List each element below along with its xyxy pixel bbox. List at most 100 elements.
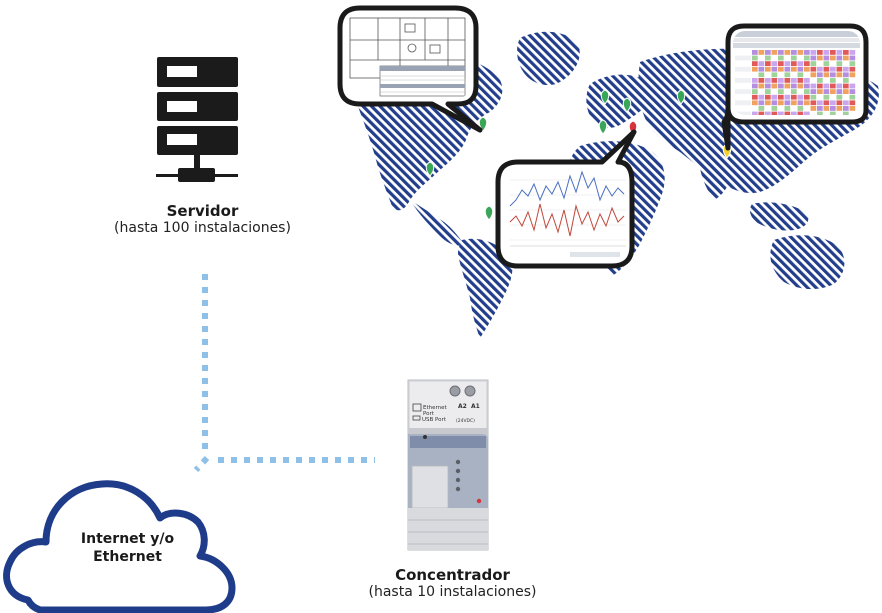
calendar-cell (849, 78, 856, 83)
network-connector (193, 274, 375, 473)
calendar-row-label (735, 66, 751, 72)
calendar-cell (817, 66, 823, 72)
calendar-cell (830, 55, 836, 61)
calendar-cell (765, 111, 771, 115)
calendar-cell (758, 61, 765, 66)
calendar-cell (771, 83, 778, 89)
calendar-cell (797, 89, 804, 94)
status-leds (455, 459, 482, 504)
calendar-cell (778, 55, 784, 61)
calendar-row-label (735, 83, 751, 89)
a1-label: A1 (471, 403, 480, 410)
calendar-cell (784, 83, 791, 89)
calendar-cell (836, 89, 843, 94)
a2-label: A2 (458, 403, 467, 410)
calendar-cell (836, 66, 843, 72)
calendar-cell (804, 111, 810, 115)
calendar-cell (778, 89, 784, 94)
calendar-cell (784, 50, 791, 55)
calendar-cell (810, 100, 817, 106)
calendar-cell (817, 83, 823, 89)
usb-port-label: USB Port (422, 417, 447, 423)
calendar-cell (752, 72, 758, 78)
pin-green-icon (478, 116, 488, 132)
calendar-cell (823, 78, 830, 83)
calendar-cell (784, 66, 791, 72)
calendar-cell (765, 100, 771, 106)
calendar-cell (843, 100, 849, 106)
calendar-cell (830, 100, 836, 106)
calendar-cell (823, 106, 830, 111)
calendar-cell (804, 61, 810, 66)
calendar-cell (758, 106, 765, 111)
calendar-cell (817, 55, 823, 61)
calendar-cell (830, 111, 836, 115)
calendar-cell (823, 55, 830, 61)
calendar-cell (778, 78, 784, 83)
calendar-cell (797, 106, 804, 111)
calendar-cell (752, 94, 758, 100)
calendar-cell (823, 89, 830, 94)
calendar-table-callout (721, 23, 869, 151)
calendar-cell (843, 78, 849, 83)
calendar-cell (817, 100, 823, 106)
calendar-cell (778, 83, 784, 89)
calendar-cell (771, 50, 778, 55)
calendar-cell (843, 55, 849, 61)
calendar-cell (836, 106, 843, 111)
calendar-cell (758, 55, 765, 61)
calendar-cell (810, 50, 817, 55)
calendar-cell (817, 94, 823, 100)
concentrator-device: Ethernet Port USB Port A2 A1 (24VDC) (407, 379, 489, 551)
concentrator-title: Concentrador (395, 566, 510, 584)
calendar-cell (765, 83, 771, 89)
calendar-cell (843, 106, 849, 111)
cloud-label-line1: Internet y/o (80, 531, 175, 547)
calendar-cell (849, 66, 856, 72)
calendar-cell (797, 100, 804, 106)
calendar-cell (778, 100, 784, 106)
calendar-cell (791, 89, 797, 94)
calendar-cell (810, 106, 817, 111)
calendar-cell (791, 83, 797, 89)
calendar-cell (817, 61, 823, 66)
calendar-cell (810, 89, 817, 94)
calendar-cell (804, 89, 810, 94)
calendar-cell (830, 61, 836, 66)
calendar-cell (830, 78, 836, 83)
calendar-cell (771, 100, 778, 106)
calendar-cell (791, 61, 797, 66)
server-icon (156, 57, 238, 182)
calendar-cell (784, 111, 791, 115)
calendar-cell (804, 55, 810, 61)
line-chart-image (504, 167, 628, 261)
calendar-cell (810, 61, 817, 66)
calendar-cell (752, 89, 758, 94)
calendar-cell (836, 83, 843, 89)
calendar-cell (752, 50, 758, 55)
calendar-cell (784, 106, 791, 111)
line-chart-callout (495, 129, 637, 269)
calendar-cell (765, 106, 771, 111)
calendar-row-label (735, 100, 751, 106)
calendar-cell (752, 106, 758, 111)
calendar-cell (778, 72, 784, 78)
calendar-cell (771, 61, 778, 66)
calendar-cell (843, 61, 849, 66)
calendar-cell (823, 50, 830, 55)
calendar-cell (758, 100, 765, 106)
calendar-cell (752, 61, 758, 66)
calendar-cell (778, 111, 784, 115)
calendar-cell (830, 72, 836, 78)
calendar-cell (830, 83, 836, 89)
calendar-cell (791, 72, 797, 78)
pin-green-icon (600, 89, 610, 105)
calendar-cell (778, 50, 784, 55)
server-title: Servidor (166, 202, 239, 220)
port-label: Port (423, 411, 435, 417)
calendar-cell (771, 106, 778, 111)
calendar-cell (758, 66, 765, 72)
calendar-cell (765, 78, 771, 83)
calendar-cell (758, 94, 765, 100)
